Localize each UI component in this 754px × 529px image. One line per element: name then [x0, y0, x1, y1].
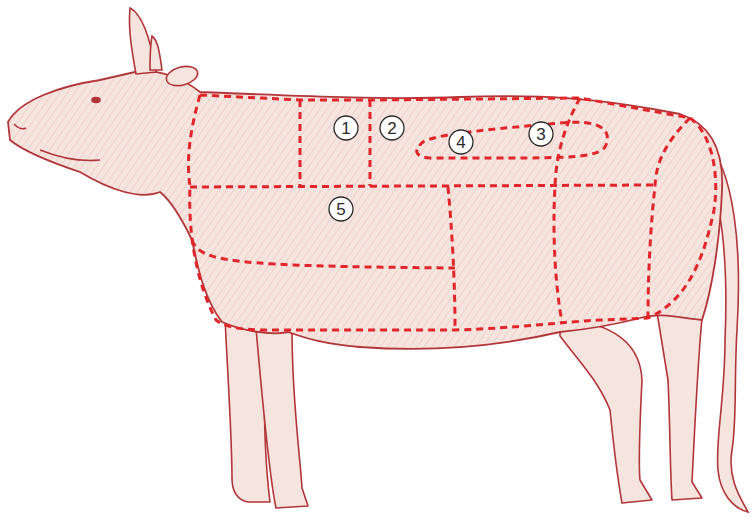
cow-head-details — [14, 8, 200, 161]
circle-outline — [334, 116, 358, 140]
cow-body — [8, 71, 722, 349]
callout-number: 4 — [456, 134, 465, 151]
callout-number: 2 — [387, 120, 396, 137]
cut-lines — [188, 95, 715, 330]
callout-circle: 5 — [328, 196, 354, 222]
callout-circle: 4 — [448, 129, 474, 155]
circle-outline — [380, 116, 404, 140]
callout-circle: 3 — [528, 121, 554, 147]
callout-number: 1 — [341, 120, 350, 137]
callout-circle: 2 — [379, 115, 405, 141]
circle-outline — [529, 122, 553, 146]
fur-hatching — [8, 71, 722, 349]
callout-circle: 1 — [333, 115, 359, 141]
circle-outline — [329, 197, 353, 221]
callout-number: 5 — [336, 201, 345, 218]
callout-number: 3 — [536, 126, 545, 143]
circle-outline — [449, 130, 473, 154]
